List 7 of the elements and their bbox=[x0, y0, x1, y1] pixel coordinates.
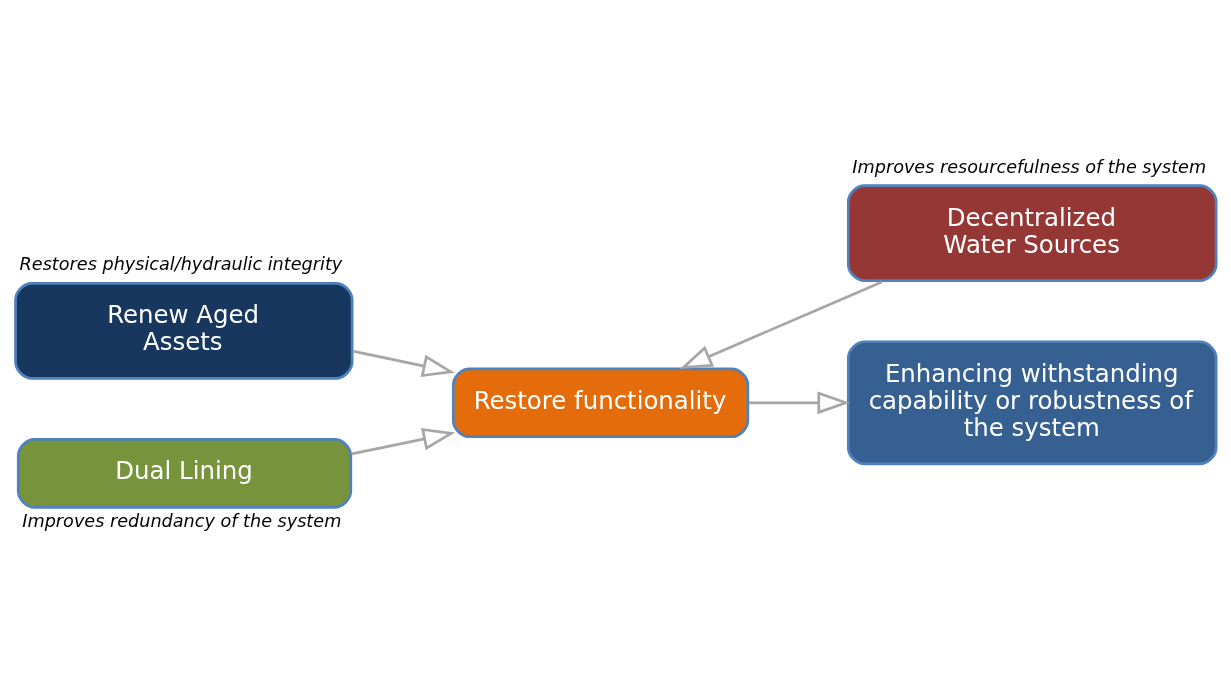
node-label: Restores physical/hydraulic integrity bbox=[19, 253, 343, 274]
arrow bbox=[679, 280, 883, 369]
node-label: Improves resourcefulness of the system bbox=[852, 156, 1207, 177]
node-label: Improves redundancy of the system bbox=[22, 510, 342, 531]
arrow bbox=[748, 390, 851, 414]
arrow bbox=[351, 427, 456, 455]
arrow bbox=[353, 349, 455, 377]
